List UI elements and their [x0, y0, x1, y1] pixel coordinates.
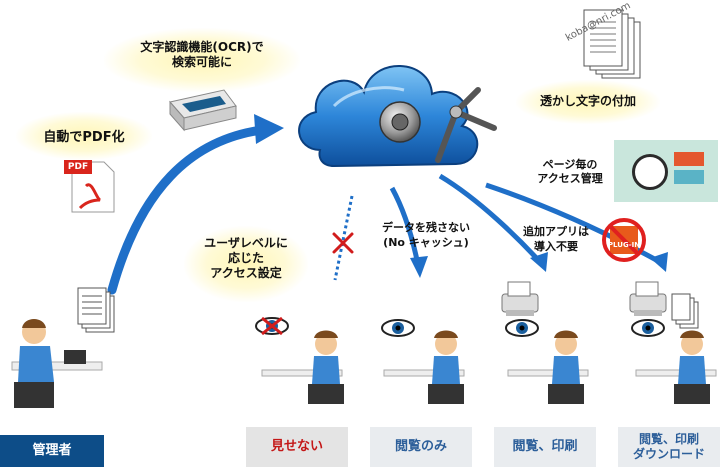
no-plugin-icon: [602, 218, 646, 262]
footer-view-print-download: 閲覧、印刷 ダウンロード: [618, 427, 720, 467]
user-person-icon-1: [261, 330, 344, 404]
auto-pdf-label: 自動でPDF化: [43, 130, 125, 145]
footer-view-print: 閲覧、印刷: [494, 427, 596, 467]
pdf-file-icon: [64, 160, 115, 213]
pdf-icon-text: PDF: [67, 162, 89, 172]
page-access-label: ページ毎の アクセス管理: [537, 158, 603, 185]
eye-icon-user2: [381, 319, 415, 337]
footer-view-only: 閲覧のみ: [370, 427, 472, 467]
secure-cloud-icon: [298, 65, 497, 168]
eye-icon-user3: [505, 319, 539, 337]
printer-icon-user4: [629, 281, 667, 316]
eye-icon-user4: [631, 319, 665, 337]
page-block: [674, 152, 704, 166]
scanner-icon: [169, 89, 237, 132]
main-flow-arrowhead: [254, 114, 284, 144]
ocr-label-glow: [104, 28, 300, 92]
deny-x-icon: [332, 232, 354, 254]
main-flow-arrow: [107, 125, 267, 295]
clock-icon: [632, 154, 668, 190]
footer-admin: 管理者: [0, 435, 104, 467]
user-level-label: ユーザレベルに 応じた アクセス設定: [204, 236, 288, 280]
page-access-illustration: [614, 140, 718, 202]
user-level-label-glow: [184, 226, 308, 302]
document-stack-icon-user4: [671, 293, 699, 329]
printer-icon-user3: [501, 281, 539, 316]
user-person-icon-2: [383, 330, 465, 404]
watermark-label-glow: [516, 80, 660, 124]
ocr-label: 文字認識機能(OCR)で 検索可能に: [140, 40, 264, 69]
plugin-none-label: 追加アプリは 導入不要: [523, 225, 589, 253]
auto-pdf-label-glow: [16, 112, 152, 160]
page-block: [674, 170, 704, 184]
user-person-icon-4: [635, 330, 717, 404]
no-cache-label: データを残さない (No キャッシュ): [382, 221, 470, 249]
flow-arrow-view: [389, 186, 421, 266]
plugin-badge-text: PLUG-IN: [607, 241, 641, 249]
user-person-icon-3: [507, 330, 589, 404]
eye-icon-user1: [255, 316, 289, 336]
document-stack-icon-admin: [77, 287, 115, 333]
admin-person-icon: [11, 319, 103, 408]
deny-flow-arrow: [333, 195, 354, 281]
watermark-label: 透かし文字の付加: [539, 94, 636, 108]
flow-arrow-download: [485, 182, 662, 265]
watermark-document-icon: [583, 9, 641, 79]
flow-arrow-print: [438, 173, 542, 264]
footer-hidden: 見せない: [246, 427, 348, 467]
